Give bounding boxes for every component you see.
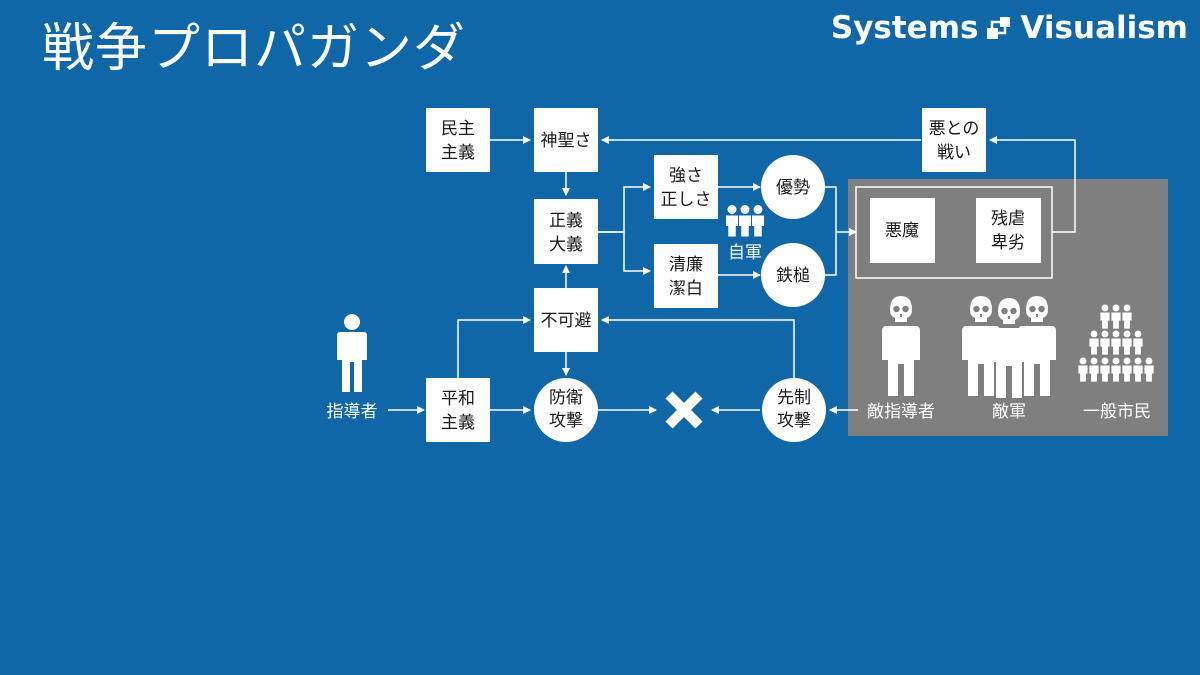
own-army-icon — [726, 205, 764, 237]
node-heiwa-shugi: 平和 主義 — [426, 378, 490, 442]
node-minshu-shugi: 民主 主義 — [426, 108, 490, 172]
node-fukahi: 不可避 — [534, 288, 598, 352]
leader-person-icon — [337, 314, 367, 392]
label-tekigun: 敵軍 — [992, 402, 1026, 422]
node-akuma: 悪魔 — [870, 198, 935, 263]
node-zangyaku-hiretsu: 残虐 卑劣 — [976, 198, 1041, 263]
node-yusei: 優勢 — [761, 155, 825, 219]
svg-text:大義: 大義 — [549, 235, 583, 255]
svg-text:悪との: 悪との — [929, 119, 980, 139]
node-seigi-taigi: 正義 大義 — [534, 199, 598, 264]
svg-text:主義: 主義 — [441, 413, 475, 433]
systems-visualism-icon — [987, 17, 1011, 39]
label-ippan-shimin: 一般市民 — [1083, 402, 1151, 422]
svg-text:先制: 先制 — [777, 388, 811, 408]
svg-text:強さ: 強さ — [669, 166, 703, 186]
svg-text:神聖さ: 神聖さ — [541, 131, 592, 151]
brand-logo: Systems Visualism — [831, 10, 1188, 46]
svg-text:正義: 正義 — [549, 211, 583, 231]
svg-text:悪魔: 悪魔 — [885, 221, 919, 241]
svg-text:主義: 主義 — [441, 143, 475, 163]
connectors — [388, 136, 1076, 414]
svg-text:卑劣: 卑劣 — [991, 233, 1025, 253]
node-tettsui: 鉄槌 — [761, 243, 825, 307]
svg-text:戦い: 戦い — [937, 143, 971, 163]
label-teki-shidosha: 敵指導者 — [867, 402, 935, 422]
svg-text:清廉: 清廉 — [669, 255, 703, 275]
svg-text:平和: 平和 — [441, 389, 475, 409]
svg-text:攻撃: 攻撃 — [777, 411, 811, 431]
node-aku-tono-tatakai: 悪との 戦い — [922, 108, 986, 172]
node-tsuyosa-tadashisa: 強さ 正しさ — [654, 155, 718, 219]
node-sensei-kogeki: 先制 攻撃 — [762, 378, 826, 442]
svg-text:不可避: 不可避 — [541, 311, 592, 331]
node-seiren-keppaku: 清廉 潔白 — [654, 244, 718, 308]
cross-icon — [665, 391, 703, 429]
svg-text:鉄槌: 鉄槌 — [776, 266, 810, 286]
svg-text:残虐: 残虐 — [991, 209, 1025, 229]
svg-text:民主: 民主 — [441, 119, 475, 139]
svg-text:攻撃: 攻撃 — [549, 411, 583, 431]
page-title: 戦争プロパガンダ — [42, 19, 467, 79]
svg-text:優勢: 優勢 — [776, 178, 810, 198]
label-shidosha: 指導者 — [327, 402, 378, 422]
label-jigun: 自軍 — [728, 243, 762, 263]
node-boei-kogeki: 防衛 攻撃 — [534, 378, 598, 442]
svg-text:正しさ: 正しさ — [661, 190, 712, 210]
brand-right: Visualism — [1020, 10, 1188, 46]
svg-text:防衛: 防衛 — [549, 388, 583, 408]
svg-text:潔白: 潔白 — [669, 279, 703, 299]
brand-left: Systems — [830, 10, 979, 46]
node-shinseisa: 神聖さ — [534, 108, 598, 172]
